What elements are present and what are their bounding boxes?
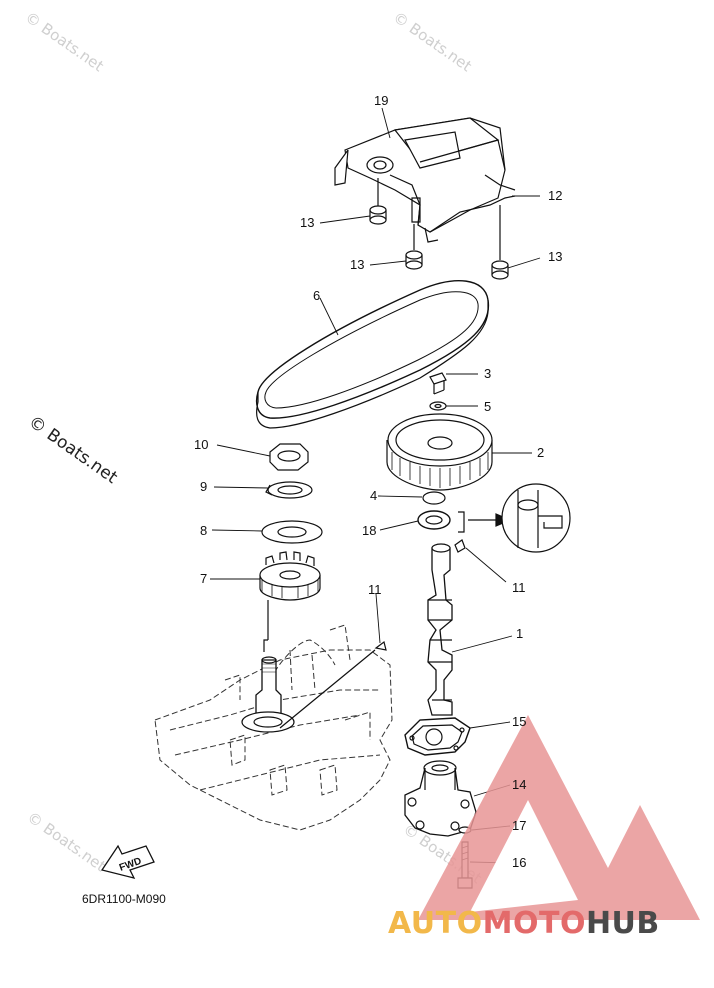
camshaft-pulley	[386, 413, 493, 491]
timing-cover	[334, 117, 516, 243]
callout-2: 2	[537, 445, 545, 460]
callout-7: 7	[200, 571, 208, 586]
callout-16: 16	[512, 855, 527, 870]
callout-5: 5	[484, 399, 492, 414]
fwd-arrow	[100, 844, 155, 879]
bolt-3	[429, 372, 447, 395]
gasket-15	[404, 717, 471, 756]
grommet-13c	[491, 260, 509, 280]
callout-6: 6	[313, 288, 321, 303]
callout-13b: 13	[350, 257, 365, 272]
woodruff-key-11a	[374, 640, 387, 651]
lock-washer-9	[265, 481, 313, 499]
brand-part-hub: HUB	[585, 906, 660, 941]
callout-14: 14	[512, 777, 527, 792]
engine-block	[154, 624, 393, 831]
washer-4	[422, 491, 446, 505]
callout-4: 4	[370, 488, 378, 503]
drive-sprocket-7	[259, 551, 321, 601]
grommet-13b	[405, 250, 423, 270]
brand-part-moto: MOTO	[482, 906, 586, 941]
washer-5	[429, 401, 447, 411]
brand-wordmark: AUTOMOTOHUB	[388, 906, 660, 941]
plate-8	[261, 520, 323, 544]
nut-10	[269, 443, 309, 471]
oil-seal-18	[417, 510, 512, 533]
callout-17: 17	[512, 818, 527, 833]
diagram-code: 6DR1100-M090	[82, 892, 166, 906]
detail-inset	[501, 483, 571, 553]
callout-15: 15	[512, 714, 527, 729]
grommet-13a	[369, 205, 387, 225]
callout-11a: 11	[512, 580, 526, 595]
callout-13c: 13	[548, 249, 563, 264]
callout-11b: 11	[368, 582, 382, 597]
callout-18: 18	[362, 523, 377, 538]
brand-logo-mark	[418, 715, 700, 920]
callout-12: 12	[548, 188, 563, 203]
crankshaft-end	[241, 600, 376, 733]
callout-9: 9	[200, 479, 208, 494]
callout-13a: 13	[300, 215, 315, 230]
oil-pump	[404, 760, 477, 837]
callout-8: 8	[200, 523, 208, 538]
brand-part-auto: AUTO	[388, 906, 483, 941]
timing-belt	[255, 280, 490, 429]
callout-3: 3	[484, 366, 492, 381]
callout-10: 10	[194, 437, 209, 452]
callout-1: 1	[516, 626, 524, 641]
camshaft	[427, 539, 466, 716]
callout-19: 19	[374, 93, 389, 108]
